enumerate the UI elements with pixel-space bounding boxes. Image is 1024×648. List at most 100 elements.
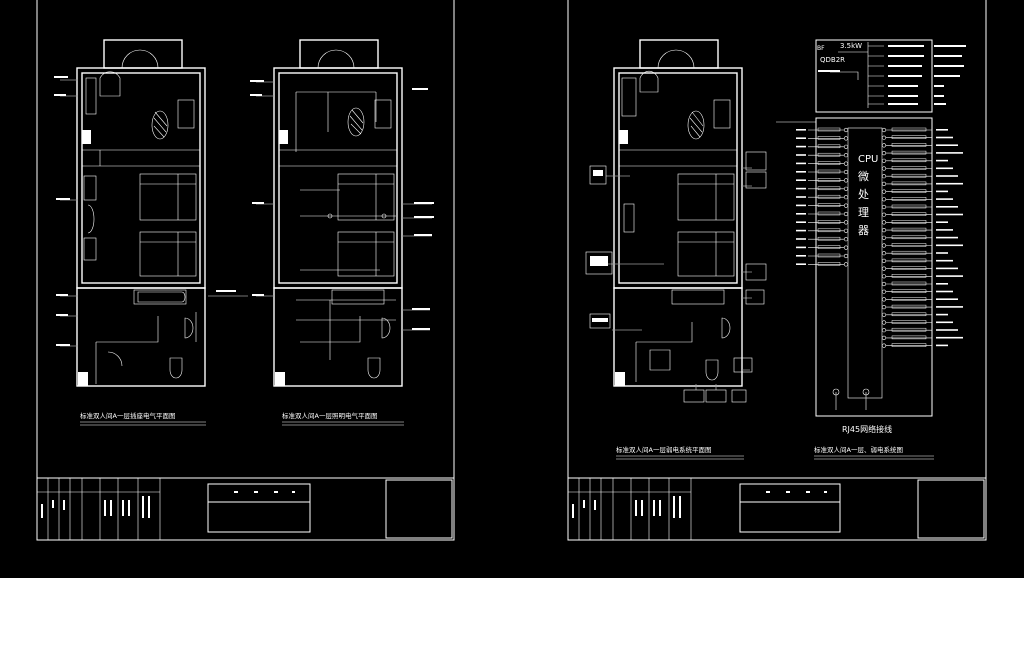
output-row-node [881, 305, 887, 310]
washbasin-icon [721, 317, 731, 339]
oval-mirror-icon [347, 107, 365, 137]
output-row-module [891, 250, 927, 255]
output-row-node [881, 343, 887, 348]
sheet-left: 标准双人间A一层插座电气平面图 标准双人间A一层照明电气平面图 [36, 0, 455, 541]
bed-icon [337, 173, 395, 221]
bathtub-icon [671, 289, 725, 305]
bed-icon [337, 231, 395, 277]
title-block-right [567, 477, 987, 541]
input-row-module [817, 178, 841, 182]
output-row-module [891, 166, 927, 170]
output-row-label [936, 221, 948, 223]
washbasin-icon [381, 317, 391, 339]
output-row-label [936, 167, 953, 170]
output-row-label [936, 290, 953, 293]
output-row-node [881, 235, 887, 240]
bed-icon [139, 173, 197, 221]
input-row-label [796, 129, 806, 131]
input-row-module [817, 127, 841, 132]
toilet-icon [705, 359, 719, 381]
bathtub-icon [331, 289, 385, 305]
output-row-label [936, 129, 948, 131]
output-row-label [936, 244, 963, 247]
output-row-module [891, 220, 927, 224]
input-row-module [817, 211, 841, 216]
output-row-label [936, 298, 958, 300]
input-row-module [817, 186, 841, 191]
output-row-node [881, 143, 887, 148]
output-row-node [881, 274, 887, 279]
input-row-node [843, 186, 849, 191]
output-row-label [936, 267, 958, 270]
bed-icon [139, 231, 197, 277]
output-row-label [936, 275, 963, 277]
input-row-label [796, 171, 806, 173]
cpu-label: CPU [858, 154, 878, 165]
controller-char-2: 处 [858, 188, 869, 201]
output-row-label [936, 152, 963, 154]
output-row-module [891, 304, 927, 309]
output-row-node [881, 189, 887, 194]
input-row-label [796, 238, 806, 240]
output-row-module [891, 189, 927, 193]
output-row-label [936, 159, 948, 162]
output-row-node [881, 335, 887, 341]
output-row-module [891, 320, 927, 324]
output-row-label [936, 198, 953, 200]
output-row-node [881, 166, 887, 171]
output-row-node [881, 266, 887, 271]
input-row-label [796, 162, 806, 165]
output-row-module [891, 335, 927, 340]
output-row-module [891, 135, 927, 139]
output-row-label [936, 144, 958, 146]
plan-c-title: 标准双人间A一层弱电系统平面图 [616, 445, 711, 454]
plan-a-title: 标准双人间A一层插座电气平面图 [80, 411, 175, 420]
input-row-label [796, 204, 806, 207]
title-block-left [36, 477, 455, 541]
bathtub-icon [133, 289, 187, 305]
output-row-node [881, 281, 887, 287]
model-space-background [0, 0, 1024, 578]
input-row-node [843, 144, 849, 149]
input-row-node [843, 228, 849, 233]
cpu-controller [847, 127, 883, 399]
output-row-module [891, 158, 927, 163]
bed-icon [677, 173, 735, 221]
output-row-label [936, 175, 958, 177]
output-row-module [891, 258, 927, 263]
input-row-node [843, 262, 849, 267]
oval-mirror-icon [151, 110, 169, 140]
output-row-label [936, 306, 963, 308]
output-row-label [936, 213, 963, 216]
input-row-node [843, 153, 849, 158]
bed-icon [677, 231, 735, 277]
toilet-icon [367, 357, 381, 379]
input-row-node [843, 245, 849, 250]
output-row-node [881, 220, 887, 225]
output-row-module [891, 343, 927, 347]
input-row-module [817, 169, 841, 174]
output-row-module [891, 281, 927, 286]
output-row-label [936, 229, 953, 231]
output-row-label [936, 206, 958, 208]
toilet-icon [169, 357, 183, 379]
output-row-module [891, 150, 927, 155]
controller-char-3: 理 [858, 206, 869, 219]
output-row-label [936, 329, 958, 331]
output-row-node [881, 228, 887, 233]
output-row-node [881, 174, 887, 179]
output-row-module [891, 212, 927, 216]
output-row-node [881, 328, 887, 333]
input-row-label [796, 213, 806, 215]
controller-input-rows [796, 127, 849, 267]
output-row-node [881, 158, 887, 163]
output-row-node [881, 258, 887, 264]
device-box-icon [585, 151, 767, 403]
input-row-module [817, 253, 841, 258]
input-row-label [796, 145, 806, 148]
output-row-node [881, 312, 887, 317]
input-row-label [796, 179, 806, 181]
input-row-module [817, 144, 841, 149]
output-row-node [881, 251, 887, 256]
input-row-module [817, 161, 841, 165]
